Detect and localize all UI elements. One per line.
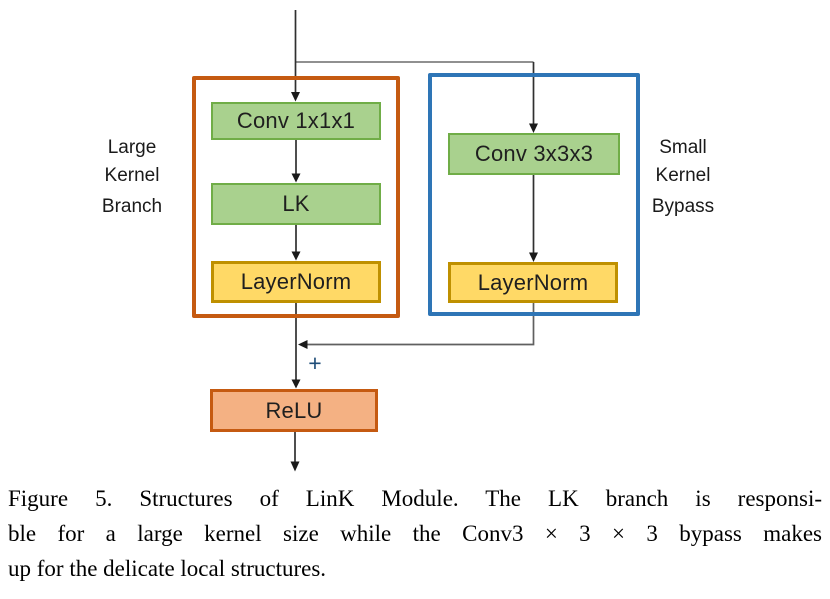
small-kernel-bypass-label-line1: Small — [659, 137, 707, 158]
lk-to-layernorm-arrowhead — [291, 251, 301, 261]
bypass-merge-arrowhead — [298, 340, 308, 349]
layernorm-left-label: LayerNorm — [240, 269, 352, 294]
large-kernel-branch-label-line3: Branch — [101, 196, 163, 217]
large-kernel-branch-label-line1: Large — [107, 137, 157, 158]
conv3-to-layernorm-arrowhead — [529, 252, 538, 262]
layernorm-right-label: LayerNorm — [477, 269, 589, 295]
conv-3x3x3-node: Conv 3x3x3 — [448, 133, 620, 175]
relu-node: ReLU — [210, 389, 378, 432]
conv-3x3x3-label: Conv 3x3x3 — [474, 141, 594, 166]
figure-caption-line3: up for the delicate local structures. — [8, 556, 327, 581]
relu-label: ReLU — [265, 397, 323, 423]
small-kernel-bypass-label-line3: Bypass — [651, 196, 715, 217]
layernorm-to-relu-arrowhead — [291, 379, 301, 389]
large-kernel-branch-label-line2: Kernel — [104, 165, 160, 186]
figure-caption-line1: Figure 5. Structures of LinK Module. The… — [8, 486, 822, 511]
large-kernel-branch-label: Large Kernel Branch — [72, 134, 192, 221]
bypass-merge-line — [307, 303, 535, 346]
bypass-drop-arrowhead — [529, 123, 538, 133]
lk-node: LK — [211, 183, 381, 225]
input-arrowhead — [291, 92, 300, 102]
output-arrowhead — [290, 461, 300, 472]
conv-1x1x1-label: Conv 1x1x1 — [236, 108, 356, 133]
layernorm-right-node: LayerNorm — [448, 262, 618, 303]
conv1-to-lk-arrowhead — [291, 173, 301, 183]
small-kernel-bypass-label: Small Kernel Bypass — [623, 134, 743, 221]
large-kernel-branch-box — [192, 76, 400, 318]
small-kernel-bypass-label-line2: Kernel — [655, 165, 711, 186]
conv-1x1x1-node: Conv 1x1x1 — [211, 102, 381, 140]
sum-plus-sign: + — [308, 350, 322, 376]
layernorm-left-node: LayerNorm — [211, 261, 381, 303]
figure-caption-line2: ble for a large kernel size while the Co… — [8, 521, 822, 546]
figure-caption: Figure 5. Structures of LinK Module. The… — [8, 481, 822, 586]
small-kernel-bypass-box — [428, 73, 640, 316]
lk-label: LK — [282, 191, 310, 216]
